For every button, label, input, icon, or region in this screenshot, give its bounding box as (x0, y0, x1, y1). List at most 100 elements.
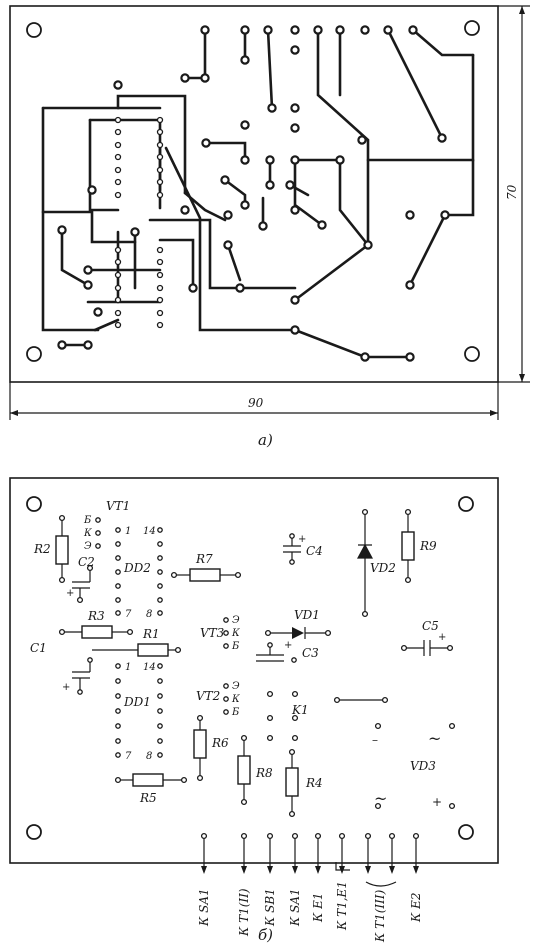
figure-a-caption: а) (258, 431, 273, 449)
label-r8: R8 (255, 766, 273, 780)
resistor-r9 (401, 508, 415, 584)
resistor-r2 (55, 514, 69, 584)
label-dd1: DD1 (123, 695, 151, 709)
label-r3: R3 (87, 609, 105, 623)
label-r2: R2 (33, 542, 51, 556)
label-vd2: VD2 (370, 561, 396, 575)
vt3-pin-e: Э (232, 615, 240, 626)
dd2-pin-7: 7 (125, 609, 132, 620)
ic-dd1 (115, 663, 163, 758)
vt2-pin-e: Э (232, 681, 240, 692)
resistor-r7 (170, 568, 242, 582)
connector-pads (200, 832, 420, 840)
capacitor-c4 (283, 533, 301, 565)
label-r4: R4 (305, 776, 323, 790)
dd1-pin-8: 8 (146, 751, 152, 762)
copper-traces (41, 28, 475, 359)
c2-polarity: + (66, 588, 74, 599)
wire-jumper (333, 696, 389, 704)
diode-vd1 (264, 627, 332, 639)
transistor-vt3 (223, 617, 229, 649)
c5-polarity: + (438, 632, 446, 643)
solder-pads (57, 25, 450, 362)
transistor-vt2 (223, 683, 229, 715)
mounting-hole (26, 824, 42, 840)
resistor-r8 (237, 734, 251, 806)
ic-pad-rows (114, 116, 164, 329)
label-vt2: VT2 (196, 689, 220, 703)
capacitor-c2 (72, 564, 94, 604)
dimension-lines (9, 5, 530, 420)
resistor-r4 (285, 748, 299, 818)
connector-label: К SB1 (263, 888, 277, 927)
transistor-vt1 (95, 517, 101, 549)
label-r1: R1 (142, 627, 160, 641)
dimension-width-label: 90 (248, 396, 264, 410)
label-c5: C5 (422, 619, 439, 633)
label-dd2: DD2 (123, 561, 151, 575)
board-outline-a (9, 5, 499, 383)
dd1-pin-14: 14 (143, 662, 156, 673)
vt2-pin-b: Б (231, 707, 240, 718)
label-r5: R5 (139, 791, 157, 805)
resistor-r5 (114, 773, 188, 787)
connector-label: К E2 (409, 893, 423, 924)
mounting-hole (458, 824, 474, 840)
connector-label: К SA1 (197, 888, 211, 927)
vd3-plus: + (432, 795, 442, 809)
mounting-hole (26, 346, 42, 362)
relay-k1 (266, 690, 299, 742)
ic-dd2 (115, 527, 163, 616)
mounting-hole (464, 346, 480, 362)
dd2-pin-8: 8 (146, 609, 152, 620)
label-vt3: VT3 (200, 626, 225, 640)
figure-b-caption: б) (258, 926, 273, 944)
c1-polarity: + (62, 682, 70, 693)
vt1-pin-e: Э (84, 541, 92, 552)
c4-polarity: + (298, 534, 306, 545)
resistor-r1 (92, 643, 182, 657)
label-c2: C2 (78, 555, 95, 569)
capacitor-c3 (256, 642, 297, 663)
c3-polarity: + (284, 640, 292, 651)
capacitor-c1 (72, 657, 93, 695)
resistor-r6 (193, 714, 207, 782)
mounting-hole (26, 22, 42, 38)
label-c4: C4 (306, 544, 323, 558)
vd3-minus: – (372, 733, 378, 747)
connector-label: К T1,E1 (335, 881, 349, 931)
figure-b-component-layout: R2 C2 + VT1 Б К Э 1 14 (9, 477, 499, 944)
dd2-pin-14: 14 (143, 526, 156, 537)
dimension-height-label: 70 (505, 184, 519, 200)
diode-vd2 (356, 508, 374, 618)
dd1-pin-1: 1 (125, 662, 131, 673)
mounting-hole (464, 20, 480, 36)
mounting-hole (458, 496, 474, 512)
label-r9: R9 (419, 539, 437, 553)
mounting-hole (26, 496, 42, 512)
label-r7: R7 (195, 552, 213, 566)
connector-label: К T1(III) (373, 889, 387, 943)
board-outline-b (9, 477, 499, 864)
label-k1: K1 (291, 703, 309, 717)
vd3-ac-2: ~ (374, 789, 387, 808)
label-vd3: VD3 (410, 759, 436, 773)
label-c3: C3 (302, 646, 319, 660)
vd3-ac-1: ~ (428, 729, 441, 748)
dd2-pin-1: 1 (125, 526, 131, 537)
label-r6: R6 (211, 736, 229, 750)
vt3-pin-b: Б (231, 641, 240, 652)
label-vd1: VD1 (294, 608, 320, 622)
capacitor-c5 (400, 640, 454, 656)
bridge-vd3 (374, 722, 456, 810)
vt1-pin-b: Б (83, 515, 92, 526)
connector-label: К T1(II) (237, 888, 251, 937)
vt2-pin-k: К (231, 694, 240, 705)
connector-label: К SA1 (288, 888, 302, 927)
connector-label: К E1 (311, 893, 325, 924)
dd1-pin-7: 7 (125, 751, 132, 762)
connector-arrows (201, 838, 419, 887)
vt1-pin-k: К (83, 528, 92, 539)
label-vt1: VT1 (106, 499, 130, 513)
